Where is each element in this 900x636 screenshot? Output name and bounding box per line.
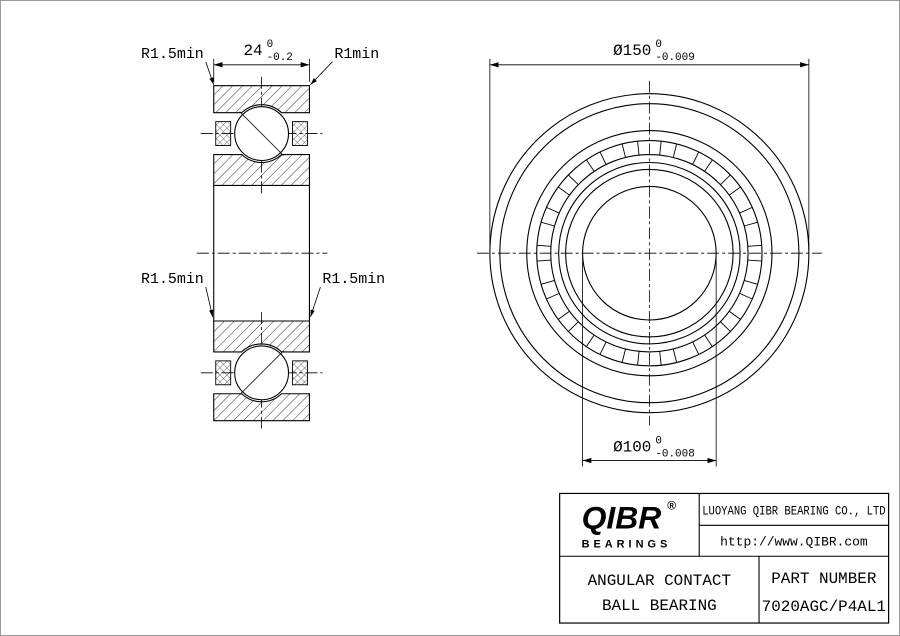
part-number-value: 7020AGC/P4AL1 xyxy=(762,598,886,616)
bore-circle xyxy=(582,185,717,321)
inner-ring-bottom-section xyxy=(213,320,310,353)
cage-pocket-ticks xyxy=(536,141,762,366)
cage-tick xyxy=(586,334,595,347)
cage-tick xyxy=(536,259,551,262)
callout-r1-top-right: R1min xyxy=(334,47,379,63)
front-view: Ø150 0 -0.009 Ø100 0 -0.008 xyxy=(476,39,822,467)
cage-tick xyxy=(637,141,640,156)
cage-tick xyxy=(659,351,662,366)
cage-tick xyxy=(621,143,626,158)
cage-tick xyxy=(720,174,731,185)
cage-tick xyxy=(599,151,607,165)
dim-bore-value: Ø100 xyxy=(613,439,651,457)
cage-inner-circle xyxy=(550,153,749,353)
cage-tick xyxy=(692,151,700,165)
part-number-label: PART NUMBER xyxy=(771,570,877,588)
company-logo: QIBR ® BEARINGS xyxy=(582,498,677,550)
dim-width-tol-upper: 0 xyxy=(267,39,274,51)
cage-tick xyxy=(557,310,570,320)
cage-tick xyxy=(568,321,579,332)
cage-outer-circle xyxy=(536,140,763,367)
product-name-line1: ANGULAR CONTACT xyxy=(588,572,731,590)
dim-bore-diameter: Ø100 0 -0.008 xyxy=(582,257,717,467)
cage-tick xyxy=(739,206,753,214)
outer-ring-bottom-section xyxy=(213,393,310,422)
dim-od-tol-upper: 0 xyxy=(655,39,662,51)
cage-tick xyxy=(720,321,731,332)
product-name-line2: BALL BEARING xyxy=(602,597,717,615)
bearing-circles xyxy=(489,93,810,414)
dim-bore-tol-lower: -0.008 xyxy=(655,449,694,461)
cage-tick xyxy=(637,351,640,366)
section-view: 24 0 -0.2 R1.5min R1min R1.5min R1.5min xyxy=(141,39,385,430)
cage-section-top-right xyxy=(292,121,308,146)
outer-raceway-circle xyxy=(526,130,773,377)
callout-r15-mid-right: R1.5min xyxy=(322,272,385,288)
cage-tick xyxy=(546,206,560,214)
cage-section-bottom-left xyxy=(215,360,232,386)
cage-tick xyxy=(540,279,555,285)
cage-tick xyxy=(586,159,595,172)
dim-bore-tol-upper: 0 xyxy=(655,436,662,448)
dim-width-value: 24 xyxy=(243,42,262,60)
logo-registered-mark: ® xyxy=(667,498,676,512)
cage-tick xyxy=(728,186,741,196)
dim-width: 24 0 -0.2 xyxy=(213,39,310,82)
cage-tick xyxy=(672,143,678,158)
cage-tick xyxy=(728,310,741,320)
outer-diameter-circle xyxy=(489,93,810,414)
company-name: LUOYANG QIBR BEARING CO., LTD xyxy=(702,503,886,518)
contact-angle-line-top xyxy=(239,111,284,156)
cage-tick xyxy=(540,221,555,227)
cage-tick xyxy=(744,221,758,227)
cage-tick xyxy=(704,334,713,347)
callout-r15-top-left: R1.5min xyxy=(141,47,204,63)
cage-tick xyxy=(744,279,758,285)
dim-outer-diameter: Ø150 0 -0.009 xyxy=(489,39,810,250)
cage-tick xyxy=(546,292,560,300)
cage-tick xyxy=(704,159,713,172)
cage-tick xyxy=(672,348,678,363)
dim-od-tol-lower: -0.009 xyxy=(655,52,694,64)
cage-section-top-left xyxy=(215,121,232,146)
dim-od-value: Ø150 xyxy=(613,42,651,60)
dim-width-tol-lower: -0.2 xyxy=(267,52,293,64)
cage-section-bottom-right xyxy=(292,360,308,386)
inner-raceway-circle xyxy=(558,161,741,345)
cage-tick xyxy=(747,244,762,247)
cage-tick xyxy=(536,244,551,247)
callout-r15-mid-left: R1.5min xyxy=(141,272,204,288)
cage-tick xyxy=(659,141,662,156)
title-block-border xyxy=(559,492,890,624)
front-centerlines xyxy=(476,80,822,426)
inner-ring-top-section xyxy=(213,153,310,186)
title-block: QIBR ® BEARINGS LUOYANG QIBR BEARING CO.… xyxy=(559,492,890,624)
cage-tick xyxy=(739,292,753,300)
contact-angle-line-bottom xyxy=(239,350,284,396)
cage-tick xyxy=(557,186,570,196)
cage-tick xyxy=(692,341,700,355)
logo-text: QIBR xyxy=(582,499,662,535)
outer-ring-top-section xyxy=(213,85,310,114)
cage-tick xyxy=(747,259,762,262)
radius-callouts: R1.5min R1min R1.5min R1.5min xyxy=(141,47,385,318)
logo-subtitle: BEARINGS xyxy=(582,538,672,550)
inner-ring-chamfer-circle xyxy=(565,168,734,338)
outer-ring-chamfer-circle xyxy=(499,103,800,404)
cage-tick xyxy=(568,174,579,185)
company-website: http://www.QIBR.com xyxy=(720,534,868,549)
cage-tick xyxy=(621,348,626,363)
cage-tick xyxy=(599,341,607,355)
